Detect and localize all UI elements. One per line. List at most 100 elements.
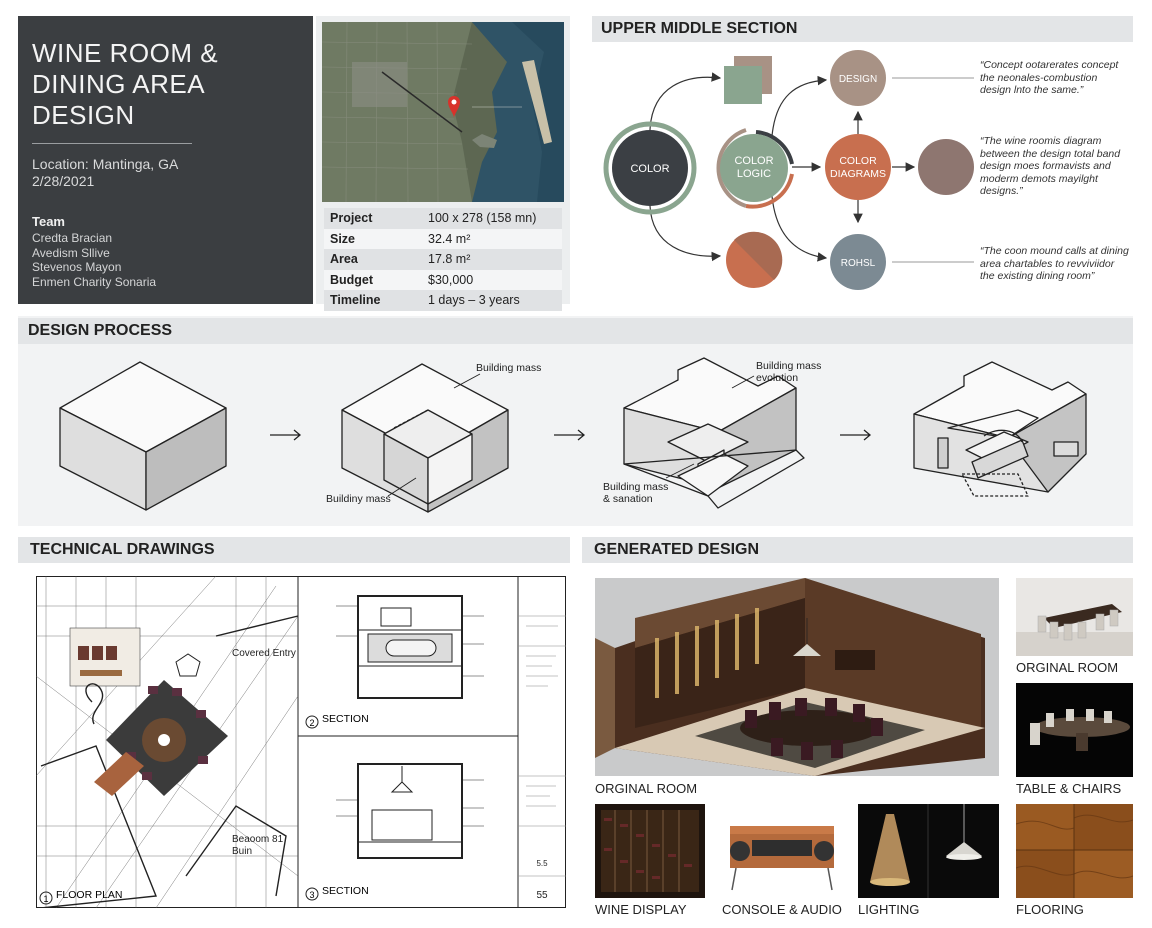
color-node: COLOR bbox=[603, 121, 697, 215]
section-a-label: SECTION bbox=[322, 713, 369, 725]
lighting-thumb[interactable] bbox=[858, 804, 999, 898]
label-building-mass: Building mass bbox=[476, 362, 541, 374]
sheet-sub-number: 5.5 bbox=[536, 859, 548, 868]
label-evolution-1: Building mass bbox=[756, 360, 821, 372]
caption-original-room: ORGINAL ROOM bbox=[1016, 660, 1119, 675]
svg-text:3: 3 bbox=[309, 890, 314, 900]
table-key: Project bbox=[330, 211, 373, 226]
table-chairs-thumb[interactable] bbox=[1016, 683, 1133, 777]
table-value: 100 x 278 (158 mn) bbox=[428, 211, 537, 226]
caption-main-room: ORGINAL ROOM bbox=[595, 781, 698, 796]
mass-step-1 bbox=[59, 361, 227, 511]
original-room-thumb[interactable] bbox=[1016, 578, 1133, 656]
project-table: Project 100 x 278 (158 mn) Size 32.4 m² Ar… bbox=[324, 208, 562, 311]
caption-wine-display: WINE DISPLAY bbox=[595, 902, 687, 917]
page-title: WINE ROOM & DINING AREA DESIGN bbox=[32, 38, 299, 131]
label-buildiny-mass: Buildiny mass bbox=[326, 493, 391, 505]
map-pin-icon bbox=[448, 96, 460, 118]
caption-flooring: FLOORING bbox=[1016, 902, 1084, 917]
team-member: Stevenos Mayon bbox=[32, 260, 122, 274]
project-info-panel: Project 100 x 278 (158 mn) Size 32.4 m² Ar… bbox=[316, 16, 570, 311]
design-node-label: DESIGN bbox=[839, 74, 877, 85]
table-row: Size 32.4 m² bbox=[324, 228, 562, 249]
table-row: Timeline 1 days – 3 years bbox=[324, 290, 562, 311]
svg-text:1: 1 bbox=[43, 894, 48, 904]
mass-step-4 bbox=[913, 361, 1087, 497]
upper-middle-heading: UPPER MIDDLE SECTION bbox=[592, 16, 1133, 42]
sheet-title-block bbox=[518, 615, 566, 877]
technical-drawings-heading: TECHNICAL DRAWINGS bbox=[18, 537, 570, 563]
color-node-label: COLOR bbox=[630, 163, 669, 175]
title-line-1: WINE ROOM & bbox=[32, 38, 219, 68]
section-b-drawing bbox=[336, 763, 484, 859]
table-key: Size bbox=[330, 231, 356, 246]
color-diagrams-label-2: DIAGRAMS bbox=[830, 168, 886, 180]
team-member: Enmen Charity Sonaria bbox=[32, 274, 157, 289]
date-text: 2/28/2021 bbox=[32, 173, 95, 189]
label-sanation-2: & sanation bbox=[603, 493, 653, 505]
mauve-swatch-node bbox=[918, 139, 974, 195]
table-row: Area 17.8 m² bbox=[324, 249, 562, 270]
process-arrows bbox=[270, 429, 872, 441]
dining-table-plan bbox=[94, 680, 228, 796]
table-row: Budget $30,000 bbox=[324, 269, 562, 290]
table-key: Budget bbox=[330, 272, 374, 287]
table-key: Timeline bbox=[330, 293, 381, 308]
sheet-number: 55 bbox=[536, 890, 548, 901]
color-diagrams-node: COLOR DIAGRAMS bbox=[825, 134, 891, 200]
main-room-render[interactable] bbox=[595, 578, 999, 776]
generated-design-heading: GENERATED DESIGN bbox=[582, 537, 1133, 563]
circulation-arrow-icon bbox=[85, 683, 104, 725]
team-block: Team Credta Bracian Avedism Sllive Steve… bbox=[32, 214, 156, 289]
label-sanation-1: Building mass bbox=[603, 481, 668, 493]
table-key: Area bbox=[330, 252, 358, 267]
table-row: Project 100 x 278 (158 mn) bbox=[324, 208, 562, 229]
caption-console-audio: CONSOLE & AUDIO bbox=[722, 902, 842, 917]
massing-diagram: Building mass Buildiny mass Building mas… bbox=[59, 357, 1087, 513]
flooring-thumb[interactable] bbox=[1016, 804, 1133, 898]
covered-entry-label: Covered Entry bbox=[232, 648, 296, 659]
mass-step-3 bbox=[623, 357, 805, 509]
table-value: $30,000 bbox=[428, 272, 474, 287]
color-logic-node: COLOR LOGIC bbox=[716, 128, 794, 209]
quote-3: “The coon mound calls at dining area cha… bbox=[980, 245, 1129, 282]
console-audio-thumb[interactable] bbox=[722, 804, 842, 898]
floor-plan-label: FLOOR PLAN bbox=[56, 889, 123, 901]
wine-display-thumb[interactable] bbox=[595, 804, 705, 898]
color-logic-label-1: COLOR bbox=[734, 155, 773, 167]
design-node: DESIGN bbox=[830, 50, 886, 106]
design-process-heading: DESIGN PROCESS bbox=[18, 318, 1133, 344]
title-divider bbox=[32, 143, 192, 144]
split-swatch-circle bbox=[726, 231, 783, 288]
quote-2: “The wine roomis diagram between the des… bbox=[980, 135, 1121, 197]
table-value: 1 days – 3 years bbox=[428, 293, 520, 308]
team-member: Avedism Sllive bbox=[32, 245, 110, 260]
label-evolution-2: evolution bbox=[756, 372, 798, 384]
table-value: 17.8 m² bbox=[428, 252, 471, 267]
color-diagrams-label-1: COLOR bbox=[839, 155, 877, 167]
section-b-title: 3 SECTION bbox=[305, 885, 369, 901]
swatch-squares bbox=[724, 56, 772, 104]
rohsl-node-label: ROHSL bbox=[841, 258, 876, 269]
rohsl-node: ROHSL bbox=[830, 234, 886, 290]
color-logic-label-2: LOGIC bbox=[737, 168, 771, 180]
gallery-wall-elevation bbox=[69, 627, 141, 687]
section-a-title: 2 SECTION bbox=[305, 713, 369, 729]
team-heading: Team bbox=[32, 214, 65, 229]
section-b-label: SECTION bbox=[322, 885, 369, 897]
technical-drawing-sheet[interactable]: Covered Entry Beaoom 81 Buin 1 FLOOR PLA… bbox=[36, 576, 566, 908]
mass-step-2 bbox=[341, 363, 509, 513]
bedroom-label-1: Beaoom 81 bbox=[232, 834, 284, 845]
location-text: Location: Mantinga, GA bbox=[32, 156, 179, 172]
title-block: WINE ROOM & DINING AREA DESIGN Location:… bbox=[18, 16, 313, 304]
floor-plan-title: 1 FLOOR PLAN bbox=[39, 889, 123, 905]
svg-text:2: 2 bbox=[309, 718, 314, 728]
color-logic-diagram: COLOR COLOR LOGIC DESIGN COLOR DIAGRAMS … bbox=[603, 50, 974, 290]
section-a-drawing bbox=[336, 595, 484, 699]
team-member: Credta Bracian bbox=[32, 231, 113, 245]
caption-table-chairs: TABLE & CHAIRS bbox=[1016, 781, 1122, 796]
table-value: 32.4 m² bbox=[428, 231, 471, 246]
quote-1: “Concept ootarerates concept the neonale… bbox=[980, 59, 1119, 96]
site-map[interactable] bbox=[322, 22, 564, 202]
caption-lighting: LIGHTING bbox=[858, 902, 920, 917]
